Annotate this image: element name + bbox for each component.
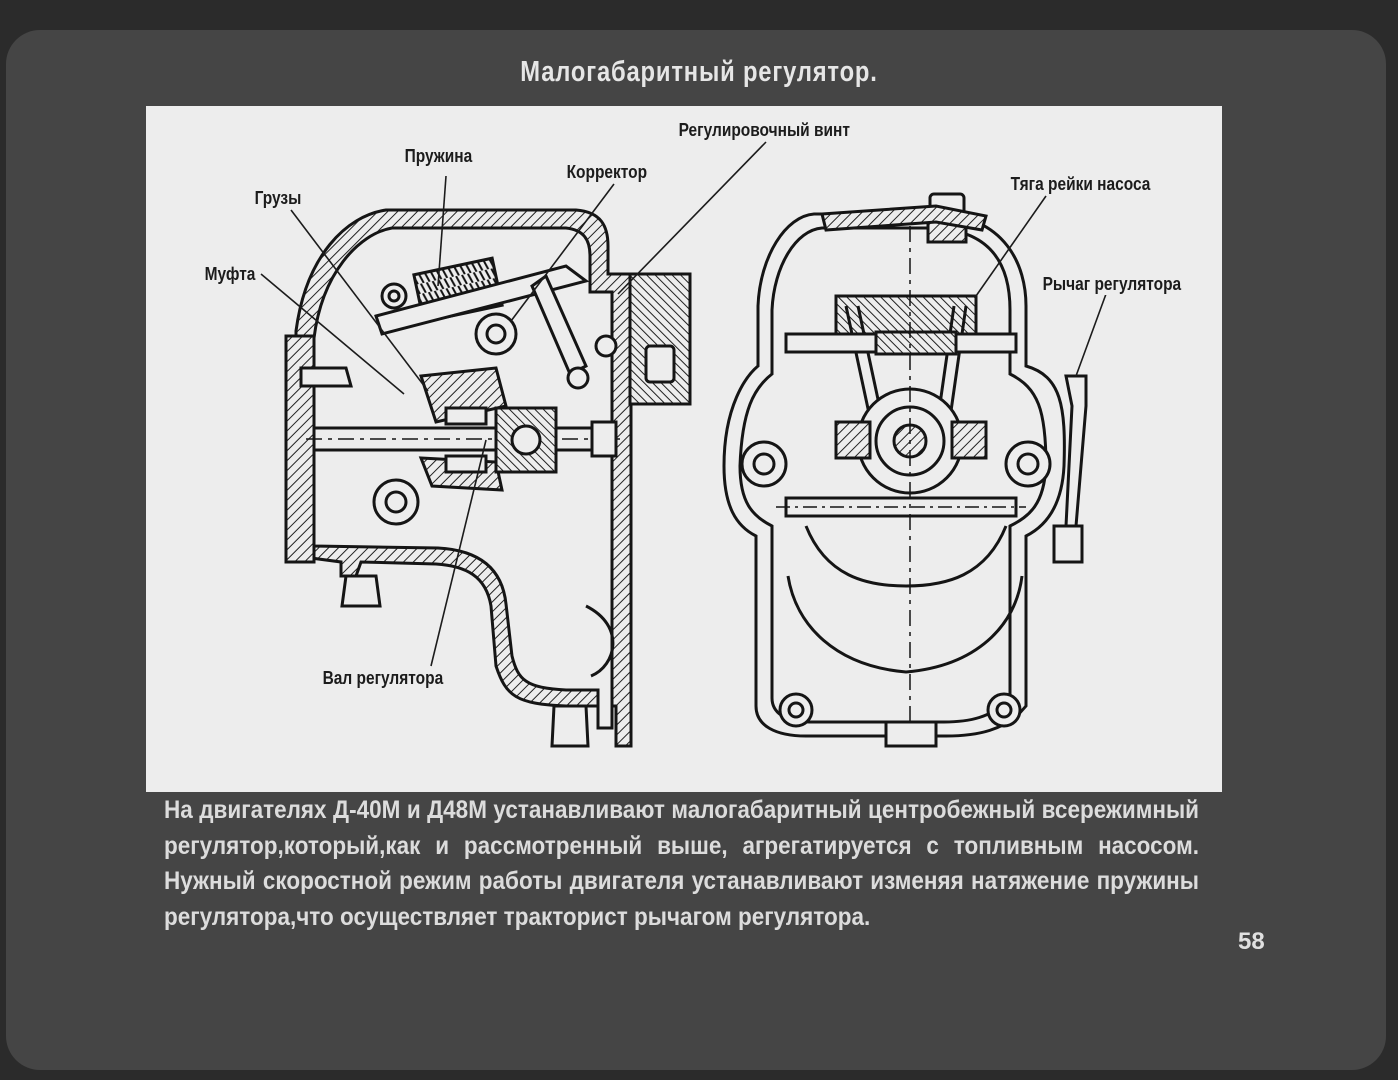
page-number: 58 — [1238, 928, 1265, 955]
slide-caption: На двигателях Д-40М и Д48М устанавливают… — [164, 796, 1199, 931]
label-coupling: Муфта — [202, 264, 258, 285]
label-regulator-lever: Рычаг регулятора — [1040, 274, 1184, 295]
regulator-drawing — [260, 141, 1107, 748]
left-section-view — [284, 208, 692, 748]
diagram-panel: Регулировочный винт Пружина Корректор Гр… — [146, 106, 1222, 792]
label-regulator-shaft: Вал регулятора — [320, 668, 446, 689]
label-corrector: Корректор — [564, 162, 650, 183]
right-section-view — [722, 192, 1088, 748]
label-spring: Пружина — [402, 146, 475, 167]
label-weights: Грузы — [252, 188, 304, 209]
label-pump-rack-rod: Тяга рейки насоса — [1008, 174, 1154, 195]
leader-lines — [260, 141, 1107, 667]
slide-title: Малогабаритный регулятор. — [520, 56, 878, 88]
label-regulating-screw: Регулировочный винт — [676, 120, 853, 141]
